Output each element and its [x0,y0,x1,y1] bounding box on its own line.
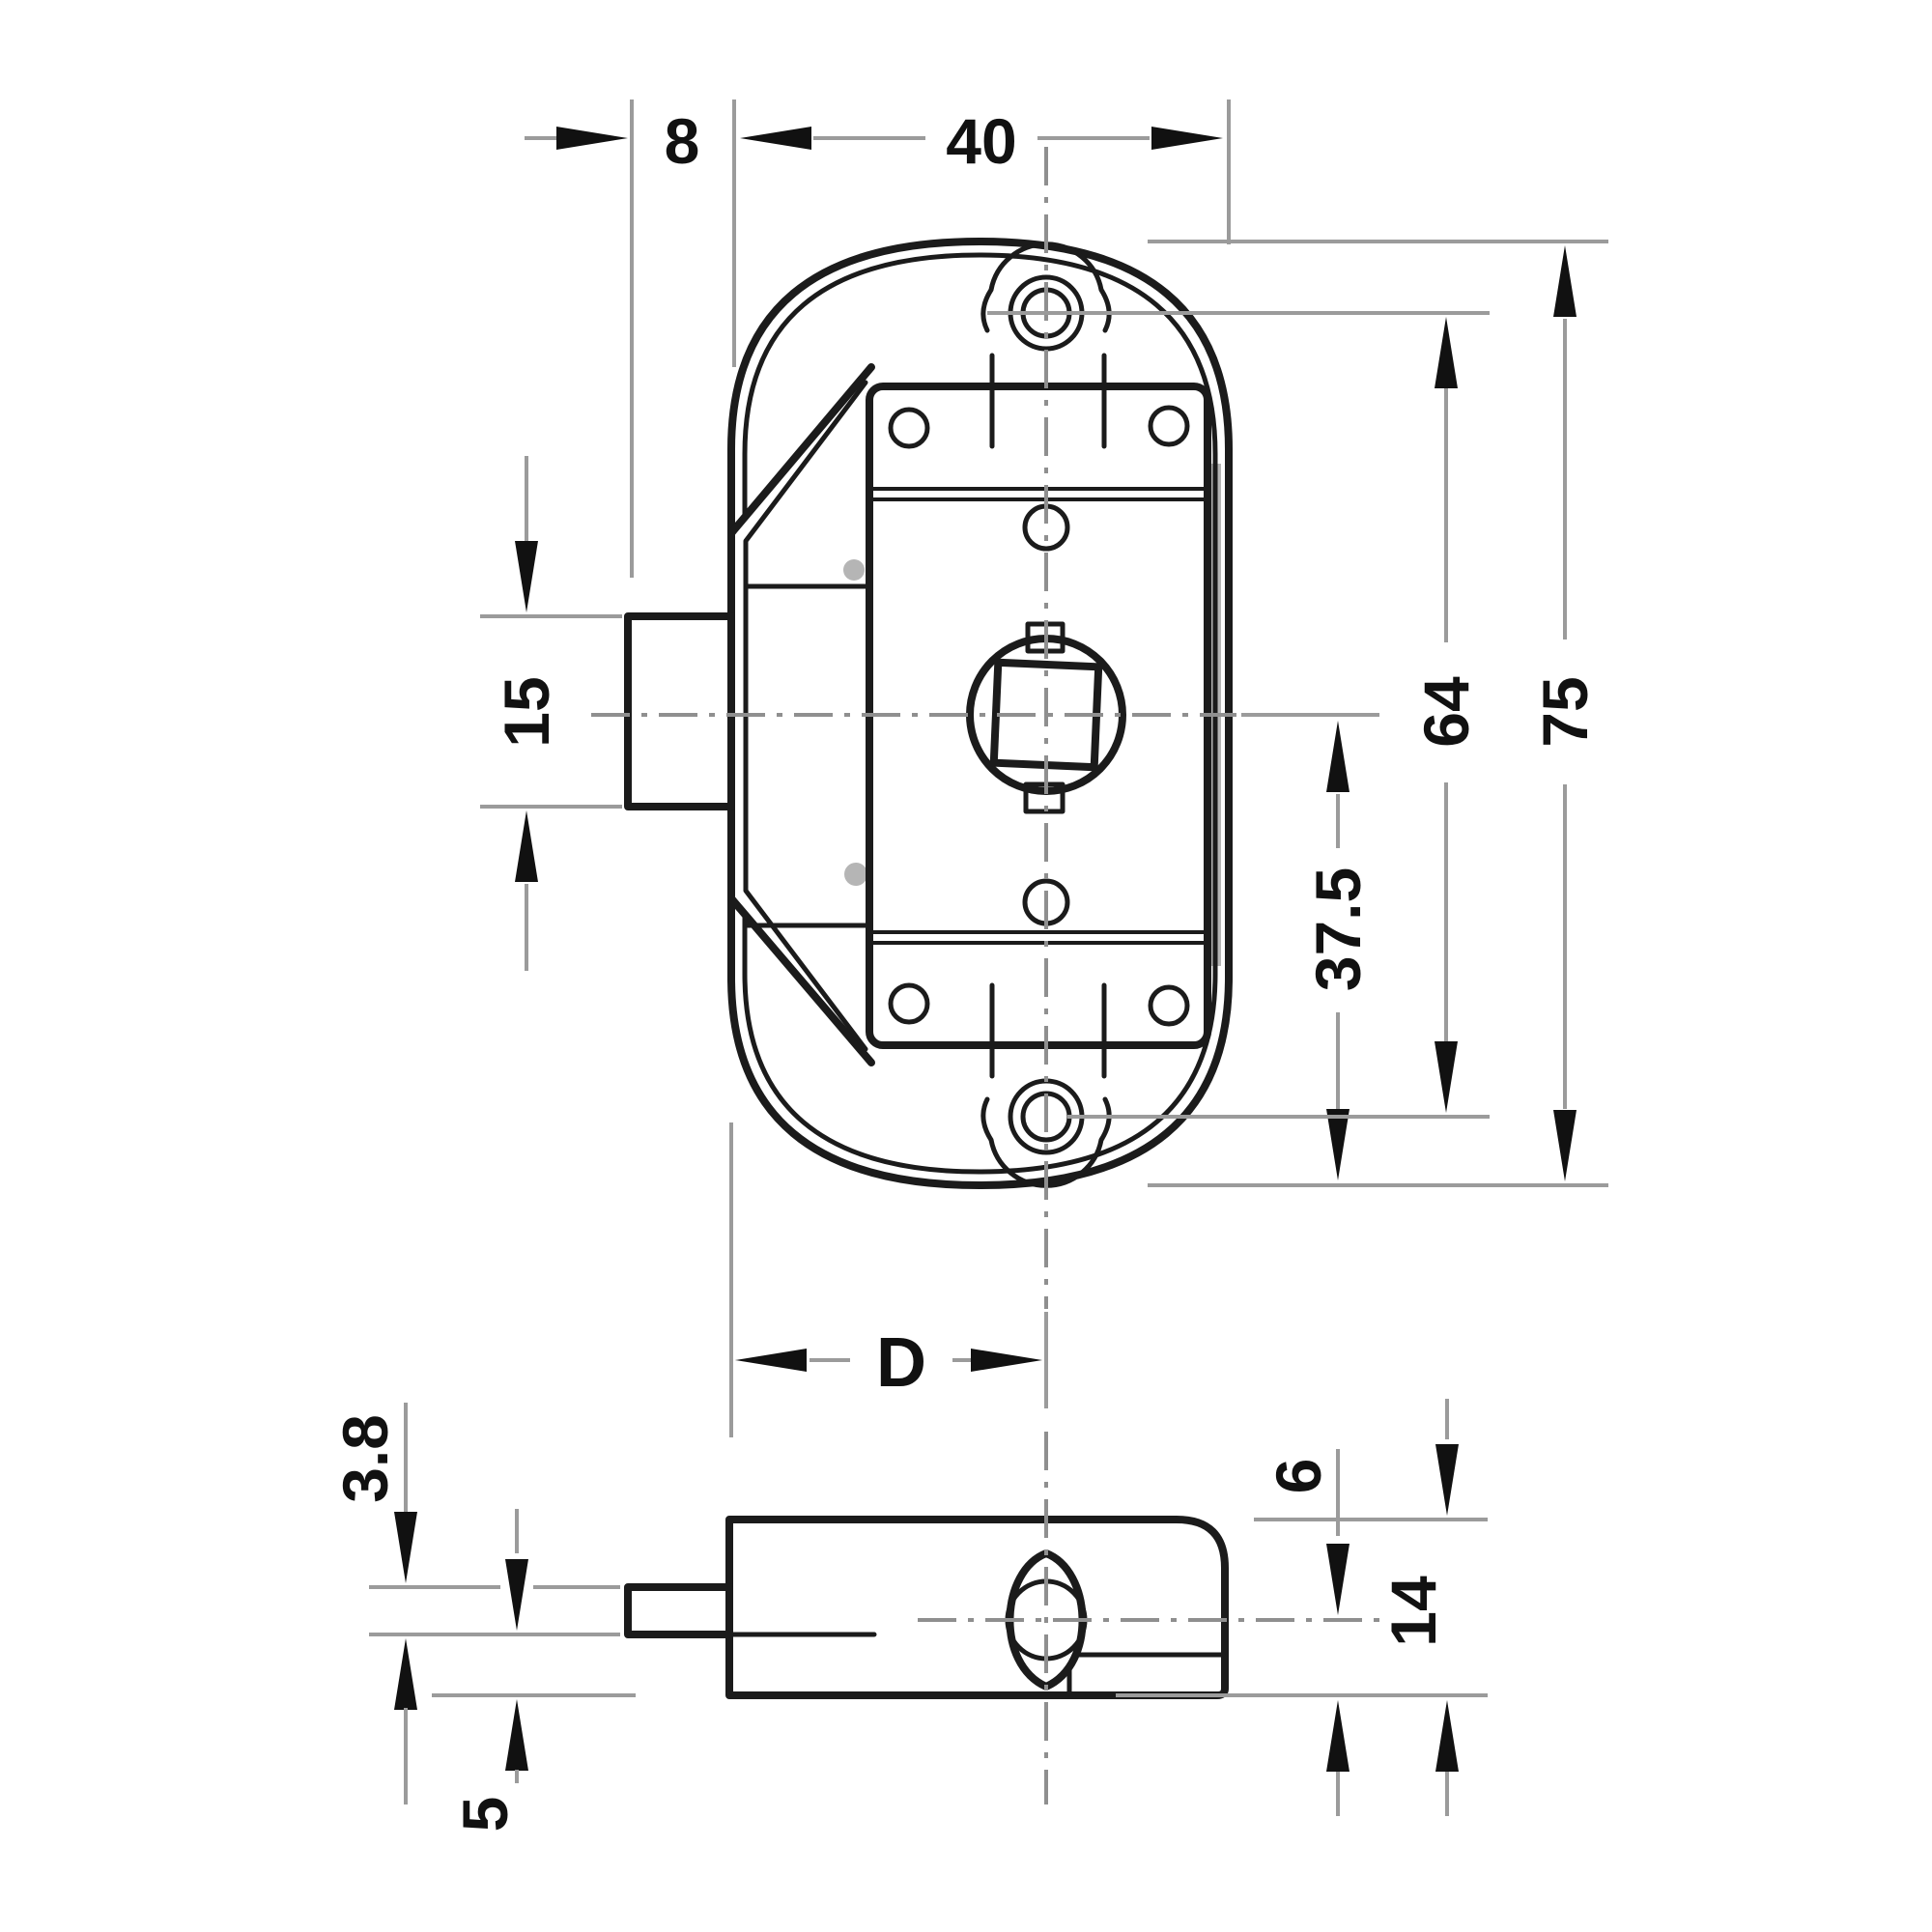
dim-label-6: 6 [1263,1459,1334,1494]
plate-screw-hole-br [1148,984,1190,1027]
dimension-hole-spacing: 64 [987,311,1490,1119]
dim-label-37-5: 37.5 [1302,867,1374,991]
dimension-backset: D [729,1122,1048,1437]
side-body-outline [725,1516,1229,1699]
center-lines [591,147,1381,1804]
case-detail-shade-bottom [844,863,867,886]
dim-label-15: 15 [491,676,562,747]
dimension-case-height: 14 [1254,1399,1488,1816]
latch-bolt-front [624,612,735,810]
front-view [624,238,1233,1189]
dim-label-D: D [876,1324,926,1402]
dimension-bolt-thickness: 3.8 [329,1403,620,1804]
dimension-bolt-height: 15 [480,456,622,971]
side-view [624,1516,1229,1699]
plate-screw-hole-bl [888,982,930,1025]
plate-screw-hole-tl [888,407,930,449]
dim-label-3-8: 3.8 [329,1414,401,1503]
backplate-inner-line [742,252,1218,1175]
dimension-plate-width: 40 [740,99,1231,244]
dim-label-75: 75 [1529,676,1601,747]
dim-label-64: 64 [1410,676,1482,748]
dimension-center-to-bottom: 37.5 [1241,713,1379,1180]
latch-bolt-side [624,1583,733,1638]
dimension-bolt-protrusion: 8 [525,99,736,578]
dim-label-40: 40 [946,105,1016,177]
dim-label-8: 8 [665,105,700,177]
dim-label-5: 5 [449,1797,521,1833]
case-detail-shade-top [843,559,865,581]
plate-screw-hole-tr [1148,405,1190,447]
dimension-bolt-to-base: 5 [432,1509,636,1832]
dimension-plate-height: 75 [1148,240,1608,1187]
dim-label-14: 14 [1378,1576,1449,1647]
spindle-square-hole [989,658,1103,772]
